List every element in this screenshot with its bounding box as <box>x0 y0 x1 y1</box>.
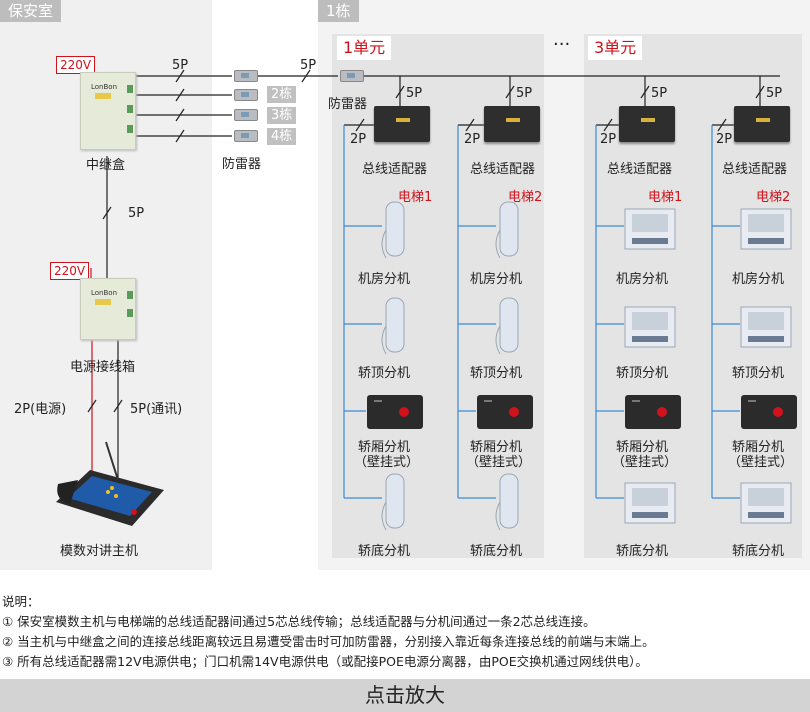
device-label: 轿顶分机 <box>732 366 785 381</box>
device-label: 轿厢分机 <box>470 440 523 455</box>
building-title: 1栋 <box>318 0 359 22</box>
device-label: 机房分机 <box>358 272 411 287</box>
building-tag: 3栋 <box>267 107 297 124</box>
car-intercom-icon <box>477 395 533 429</box>
wire-5p-label: 5P <box>651 86 668 101</box>
car-intercom-icon <box>367 395 423 429</box>
handset-icon <box>381 201 405 259</box>
wiring-diagram <box>87 64 780 499</box>
power-220v-label: 220V <box>50 262 90 280</box>
bus-adapter <box>484 106 540 142</box>
notes-heading: 说明： <box>2 594 40 609</box>
building-tag: 2栋 <box>267 86 297 103</box>
device-label: 机房分机 <box>470 272 523 287</box>
device-label: 轿底分机 <box>470 544 523 559</box>
adapter-label: 总线适配器 <box>722 162 788 177</box>
wire-5p-label: 5P <box>300 58 317 73</box>
elevator-label: 电梯1 <box>648 190 683 205</box>
wire-comm-label: 5P(通讯) <box>130 402 183 417</box>
note-item: ② 当主机与中继盒之间的连接总线距离较远且易遭受雷击时可加防雷器，分别接入靠近每… <box>2 634 655 649</box>
wire-5p-label: 5P <box>172 58 189 73</box>
wire-5p-label: 5P <box>516 86 533 101</box>
guard-room-title: 保安室 <box>0 0 62 22</box>
speaker-panel-icon <box>740 306 792 348</box>
wire-5p-label: 5P <box>766 86 783 101</box>
device-label: 机房分机 <box>616 272 669 287</box>
elevator-label: 电梯2 <box>756 190 791 205</box>
adapter-label: 总线适配器 <box>362 162 428 177</box>
wire-2p-label: 2P <box>600 132 617 147</box>
surge-arrestor <box>234 130 258 142</box>
speaker-panel-icon <box>624 306 676 348</box>
power-junction-box: LonBon <box>80 278 136 340</box>
device-label: 轿底分机 <box>732 544 785 559</box>
device-label: 轿顶分机 <box>470 366 523 381</box>
speaker-panel-icon <box>740 482 792 524</box>
device-label: 轿顶分机 <box>616 366 669 381</box>
note-item: ① 保安室模数主机与电梯端的总线适配器间通过5芯总线传输；总线适配器与分机间通过… <box>2 614 596 629</box>
building-tag: 4栋 <box>267 128 297 145</box>
device-label: （壁挂式） <box>466 455 532 470</box>
wire-5p-label: 5P <box>128 206 145 221</box>
wire-5p-label: 5P <box>406 86 423 101</box>
unit-ellipsis: ··· <box>553 34 571 55</box>
adapter-label: 总线适配器 <box>607 162 673 177</box>
device-label: 轿底分机 <box>358 544 411 559</box>
handset-icon <box>495 201 519 259</box>
car-intercom-icon <box>625 395 681 429</box>
speaker-panel-icon <box>740 208 792 250</box>
device-label: 轿底分机 <box>616 544 669 559</box>
wire-2p-label: 2P <box>716 132 733 147</box>
handset-icon <box>495 473 519 531</box>
host-label: 模数对讲主机 <box>60 544 139 559</box>
device-label: 轿厢分机 <box>616 440 669 455</box>
wire-2p-label: 2P <box>350 132 367 147</box>
device-label: （壁挂式） <box>612 455 678 470</box>
surge-arrestor <box>340 70 364 82</box>
zoom-button[interactable]: 点击放大 <box>0 679 810 712</box>
arrestor-label: 防雷器 <box>222 157 262 172</box>
adapter-label: 总线适配器 <box>470 162 536 177</box>
surge-arrestor <box>234 89 258 101</box>
handset-icon <box>495 297 519 355</box>
handset-icon <box>381 473 405 531</box>
speaker-panel-icon <box>624 482 676 524</box>
unit3-title: 3单元 <box>588 36 643 60</box>
surge-arrestor <box>234 109 258 121</box>
bus-adapter <box>734 106 790 142</box>
wire-2p-label: 2P <box>464 132 481 147</box>
device-label: （壁挂式） <box>728 455 794 470</box>
device-label: 轿厢分机 <box>358 440 411 455</box>
relay-box-label: 中继盒 <box>86 158 126 173</box>
relay-box: LonBon <box>80 72 136 150</box>
note-item: ③ 所有总线适配器需12V电源供电；门口机需14V电源供电（或配接POE电源分离… <box>2 654 648 669</box>
power-220v-label: 220V <box>56 56 96 74</box>
car-intercom-icon <box>741 395 797 429</box>
elevator-label: 电梯1 <box>398 190 433 205</box>
power-box-label: 电源接线箱 <box>70 360 136 375</box>
bus-adapter <box>619 106 675 142</box>
device-label: 轿顶分机 <box>358 366 411 381</box>
bus-adapter <box>374 106 430 142</box>
notes-section: 说明： ① 保安室模数主机与电梯端的总线适配器间通过5芯总线传输；总线适配器与分… <box>2 592 808 672</box>
wire-power-label: 2P(电源) <box>14 402 67 417</box>
device-label: （壁挂式） <box>354 455 420 470</box>
surge-arrestor <box>234 70 258 82</box>
unit1-title: 1单元 <box>337 36 392 60</box>
elevator-label: 电梯2 <box>508 190 543 205</box>
device-label: 轿厢分机 <box>732 440 785 455</box>
building-arrestor-label: 防雷器 <box>328 97 368 112</box>
handset-icon <box>381 297 405 355</box>
speaker-panel-icon <box>624 208 676 250</box>
device-label: 机房分机 <box>732 272 785 287</box>
intercom-host-icon <box>56 441 164 526</box>
